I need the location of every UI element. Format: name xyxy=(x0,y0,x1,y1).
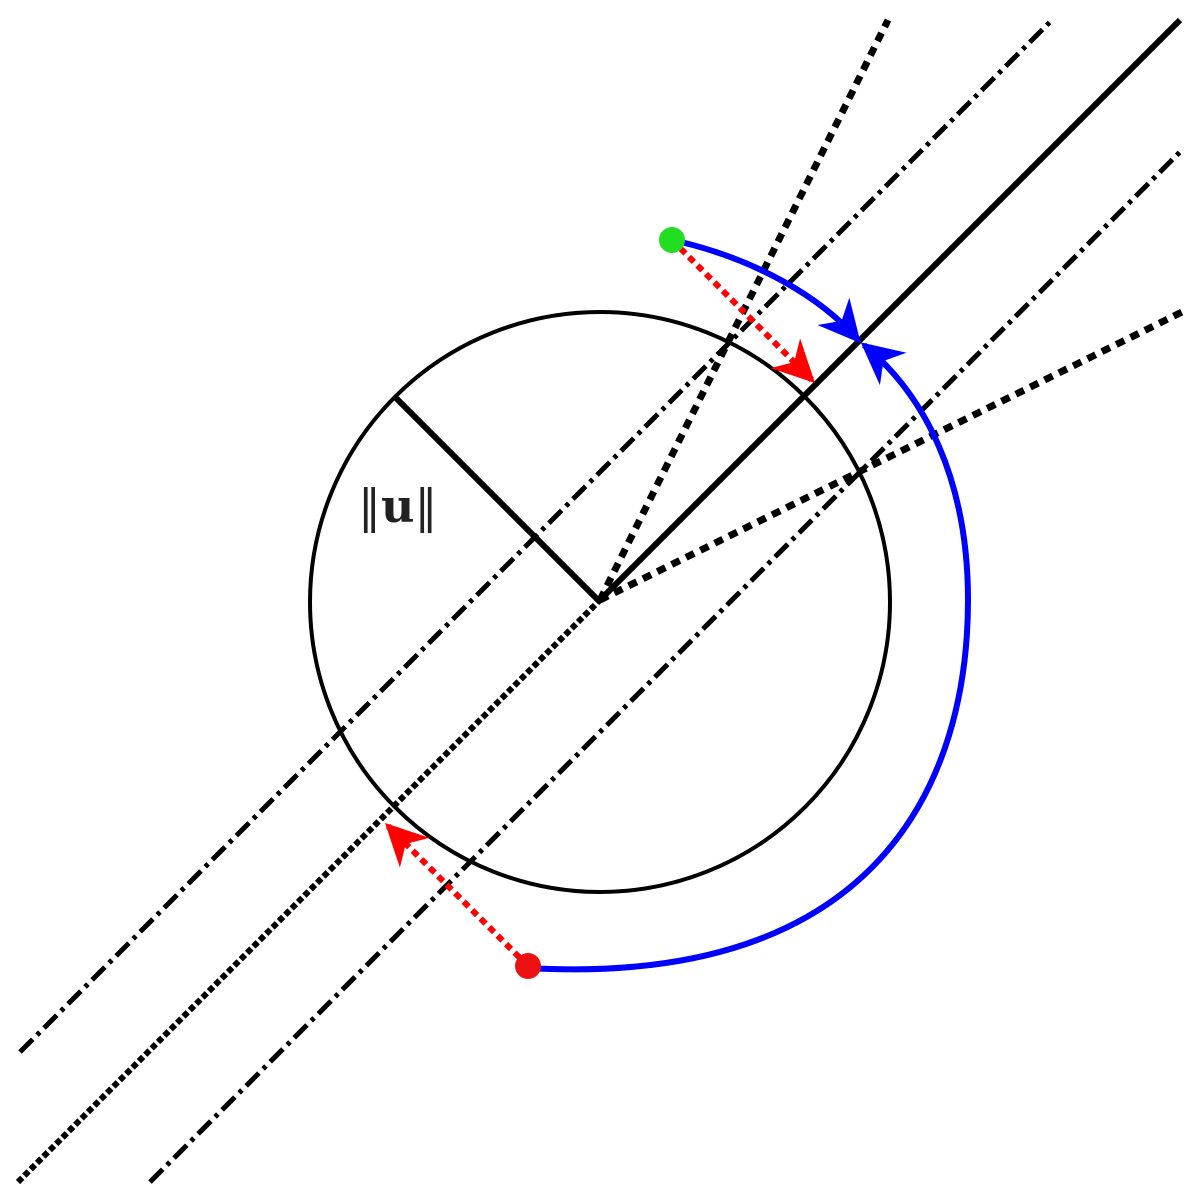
second-point xyxy=(515,953,541,979)
lower-dashdot-line xyxy=(148,148,1184,1184)
start-point xyxy=(659,227,685,253)
radius-label: ‖u‖ xyxy=(358,479,437,533)
rotation-arc-lower xyxy=(527,342,972,973)
radius-label-right-bars: ‖ xyxy=(414,479,437,533)
main-line-dotted-segment xyxy=(15,597,603,1185)
rotation-arc-upper xyxy=(671,237,861,344)
main-line-solid-ray xyxy=(597,17,1183,603)
radius-label-vector: u xyxy=(381,479,414,533)
projection-arrow-lower xyxy=(385,823,531,969)
radius-label-left-bars: ‖ xyxy=(358,479,381,533)
projection-arrow-upper xyxy=(669,237,815,383)
radius-segment xyxy=(392,394,603,605)
circle xyxy=(308,310,892,894)
lower-dotted-ray xyxy=(598,308,1184,604)
